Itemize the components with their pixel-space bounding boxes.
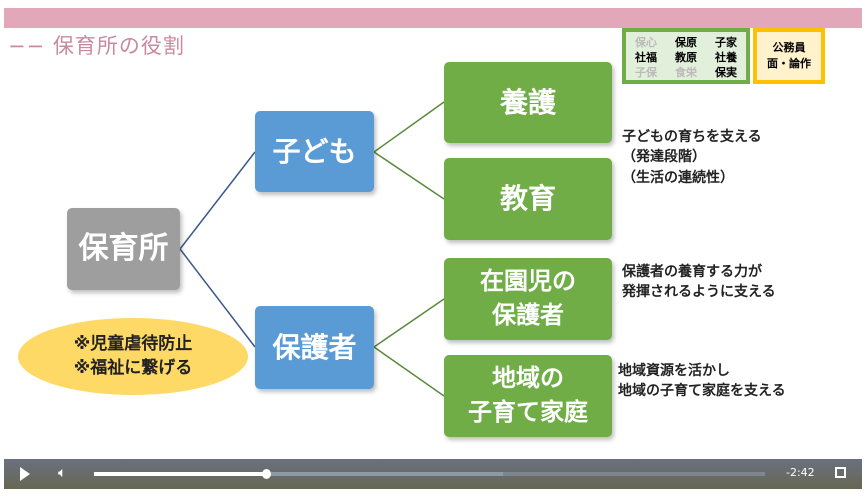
legend-item: 社福 <box>635 51 657 64</box>
legend-line: 面・論作 <box>767 57 811 70</box>
connector <box>373 151 445 200</box>
legend-item: 保心 <box>635 36 657 49</box>
legend-item: 保実 <box>715 66 737 79</box>
note-enrolled: 保護者の養育する力が 発揮されるように支える <box>622 264 776 301</box>
connector <box>373 101 445 153</box>
callout-line: ※児童虐待防止 <box>73 333 193 354</box>
play-icon[interactable] <box>20 467 30 481</box>
connector <box>179 151 256 250</box>
note-child: 子どもの育ちを支える （発達段階） （生活の連続性） <box>622 129 762 186</box>
connector-lines <box>179 101 445 397</box>
time-remaining: -2:42 <box>786 466 815 479</box>
connector <box>179 248 256 348</box>
progress-handle[interactable] <box>261 469 271 479</box>
connector <box>373 346 445 397</box>
legend-item: 社養 <box>715 51 737 64</box>
branch-guardian: 保護者 <box>255 306 374 389</box>
leaf-education: 教育 <box>444 158 612 240</box>
legend-item: 子保 <box>635 66 657 79</box>
slide-title: −− 保育所の役割 <box>8 34 185 58</box>
branch-child: 子ども <box>255 111 374 192</box>
legend-line: 公務員 <box>772 41 806 54</box>
legend-item: 保原 <box>675 36 697 49</box>
legend-item: 食栄 <box>675 66 697 79</box>
header-bar <box>4 8 862 28</box>
connector <box>373 298 445 348</box>
volume-icon[interactable]: 🔈︎ <box>58 465 67 481</box>
progress-slider[interactable] <box>94 469 765 479</box>
legend-item: 子家 <box>715 36 737 49</box>
exam-legend: 公務員 面・論作 <box>753 28 825 84</box>
buffered-bar <box>94 472 504 476</box>
callout-ellipse: ※児童虐待防止 ※福祉に繋げる <box>18 318 248 395</box>
leaf-enrolled-guardians: 在園児の 保護者 <box>444 258 612 340</box>
leaf-community: 地域の 子育て家庭 <box>444 355 612 437</box>
fullscreen-icon[interactable] <box>835 467 846 478</box>
root-node: 保育所 <box>67 208 180 290</box>
played-bar <box>94 472 266 476</box>
legend-item: 教原 <box>675 51 697 64</box>
subject-legend: 保心 保原 子家 社福 教原 社養 子保 食栄 保実 <box>622 28 750 84</box>
video-controls: 🔈︎ -2:42 <box>4 459 862 489</box>
callout-line: ※福祉に繋げる <box>73 357 193 378</box>
note-community: 地域資源を活かし 地域の子育て家庭を支える <box>618 363 786 400</box>
leaf-care: 養護 <box>444 62 612 143</box>
